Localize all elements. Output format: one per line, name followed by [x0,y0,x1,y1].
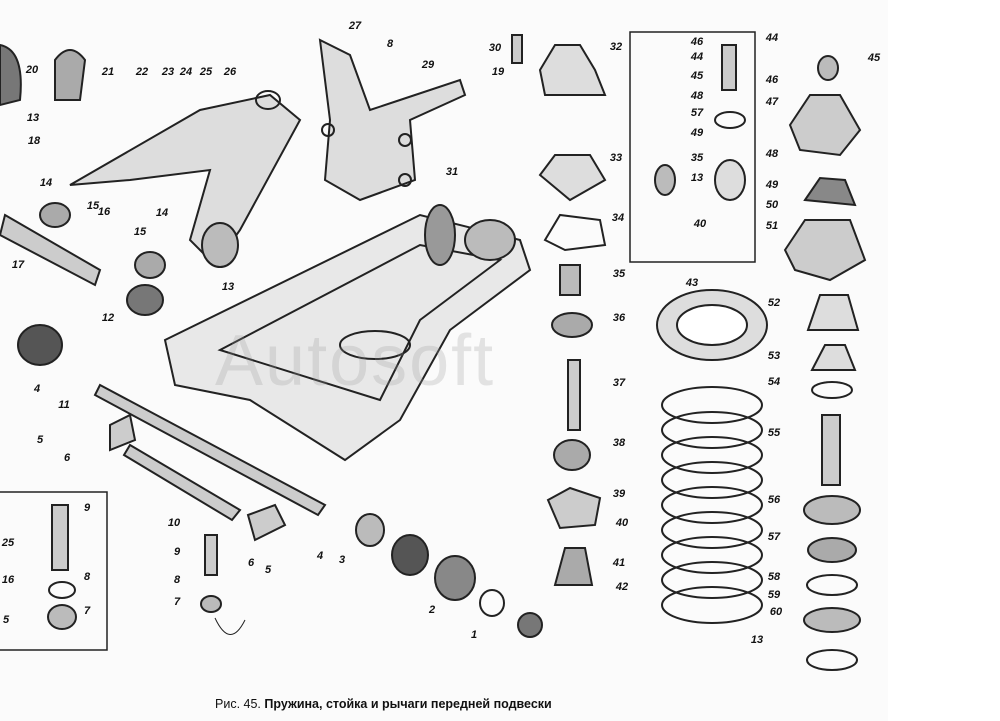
part-label: 56 [767,494,781,506]
part-label: 14 [39,177,53,189]
part-label: 13 [750,634,764,646]
part-label: 8 [386,38,394,50]
part-label: 45 [690,70,704,82]
part-label: 1 [470,629,478,641]
part-label: 2 [428,604,436,616]
part-label: 48 [765,148,779,160]
part-label: 38 [612,437,626,449]
part-label: 40 [615,517,629,529]
part-label: 15 [133,226,147,238]
part-label: 49 [765,179,779,191]
part-label: 5 [36,434,44,446]
part-label: 58 [767,571,781,583]
part-label: 54 [767,376,781,388]
part-label: 14 [155,207,169,219]
part-label: 21 [101,66,115,78]
part-label: 11 [58,399,70,411]
part-label: 46 [690,36,704,48]
part-label: 12 [101,312,115,324]
figure-number: Рис. 45. [215,697,261,711]
part-label: 5 [2,614,10,626]
part-label: 26 [223,66,237,78]
part-label: 17 [11,259,25,271]
part-label: 46 [765,74,779,86]
part-label: 20 [25,64,39,76]
part-label: 40 [693,218,707,230]
upper-control-arm [69,90,302,268]
steering-knuckle [318,38,467,202]
bolts [47,34,737,630]
part-label: 35 [612,268,626,280]
part-label: 53 [767,350,781,362]
part-label: 30 [488,42,502,54]
part-label: 50 [765,199,779,211]
part-label: 7 [83,605,91,617]
part-label: 36 [612,312,626,324]
crossmember [163,204,532,462]
part-label: 34 [611,212,625,224]
part-label: 42 [615,581,629,593]
inset-frames [0,31,756,651]
part-label: 13 [221,281,235,293]
part-label: 55 [767,427,781,439]
part-label: 33 [609,152,623,164]
part-label: 29 [421,59,435,71]
part-label: 3 [338,554,346,566]
part-label: 13 [690,172,704,184]
part-label: 5 [264,564,272,576]
part-label: 47 [765,96,779,108]
part-label: 8 [173,574,181,586]
ball-joints [538,44,867,671]
part-label: 35 [690,152,704,164]
part-label: 10 [167,517,181,529]
lower-shaft [0,213,327,522]
part-label: 31 [445,166,459,178]
part-label: 48 [690,90,704,102]
part-label: 18 [27,135,41,147]
part-label: 59 [767,589,781,601]
part-label: 37 [612,377,626,389]
part-label: 9 [83,502,91,514]
misc-parts [0,43,746,635]
figure-title: Пружина, стойка и рычаги передней подвес… [264,697,552,711]
part-label: 44 [690,51,704,63]
part-label: 4 [316,550,324,562]
part-label: 13 [26,112,40,124]
part-label: 41 [612,557,626,569]
part-label: 24 [179,66,193,78]
part-label: 8 [83,571,91,583]
part-label: 16 [97,206,111,218]
part-label: 7 [173,596,181,608]
part-label: 25 [199,66,213,78]
bushings [17,202,543,638]
part-label: 57 [767,531,781,543]
coil-spring [656,289,768,624]
part-label: 15 [86,200,100,212]
part-label: 49 [690,127,704,139]
part-label: 22 [135,66,149,78]
part-label: 27 [348,20,362,32]
part-label: 6 [247,557,255,569]
part-label: 4 [33,383,41,395]
part-label: 19 [491,66,505,78]
part-label: 43 [685,277,699,289]
figure-caption: Рис. 45. Пружина, стойка и рычаги передн… [215,697,552,711]
part-label: 32 [609,41,623,53]
part-label: 6 [63,452,71,464]
part-label: 16 [1,574,15,586]
diagram-sheet [0,0,888,721]
part-label: 9 [173,546,181,558]
part-label: 23 [161,66,175,78]
part-label: 51 [765,220,779,232]
part-label: 44 [765,32,779,44]
part-label: 45 [867,52,881,64]
part-label: 52 [767,297,781,309]
part-label: 39 [612,488,626,500]
part-label: 25 [1,537,15,549]
part-label: 60 [769,606,783,618]
watermark: Autosoft [215,321,496,401]
part-label: 57 [690,107,704,119]
